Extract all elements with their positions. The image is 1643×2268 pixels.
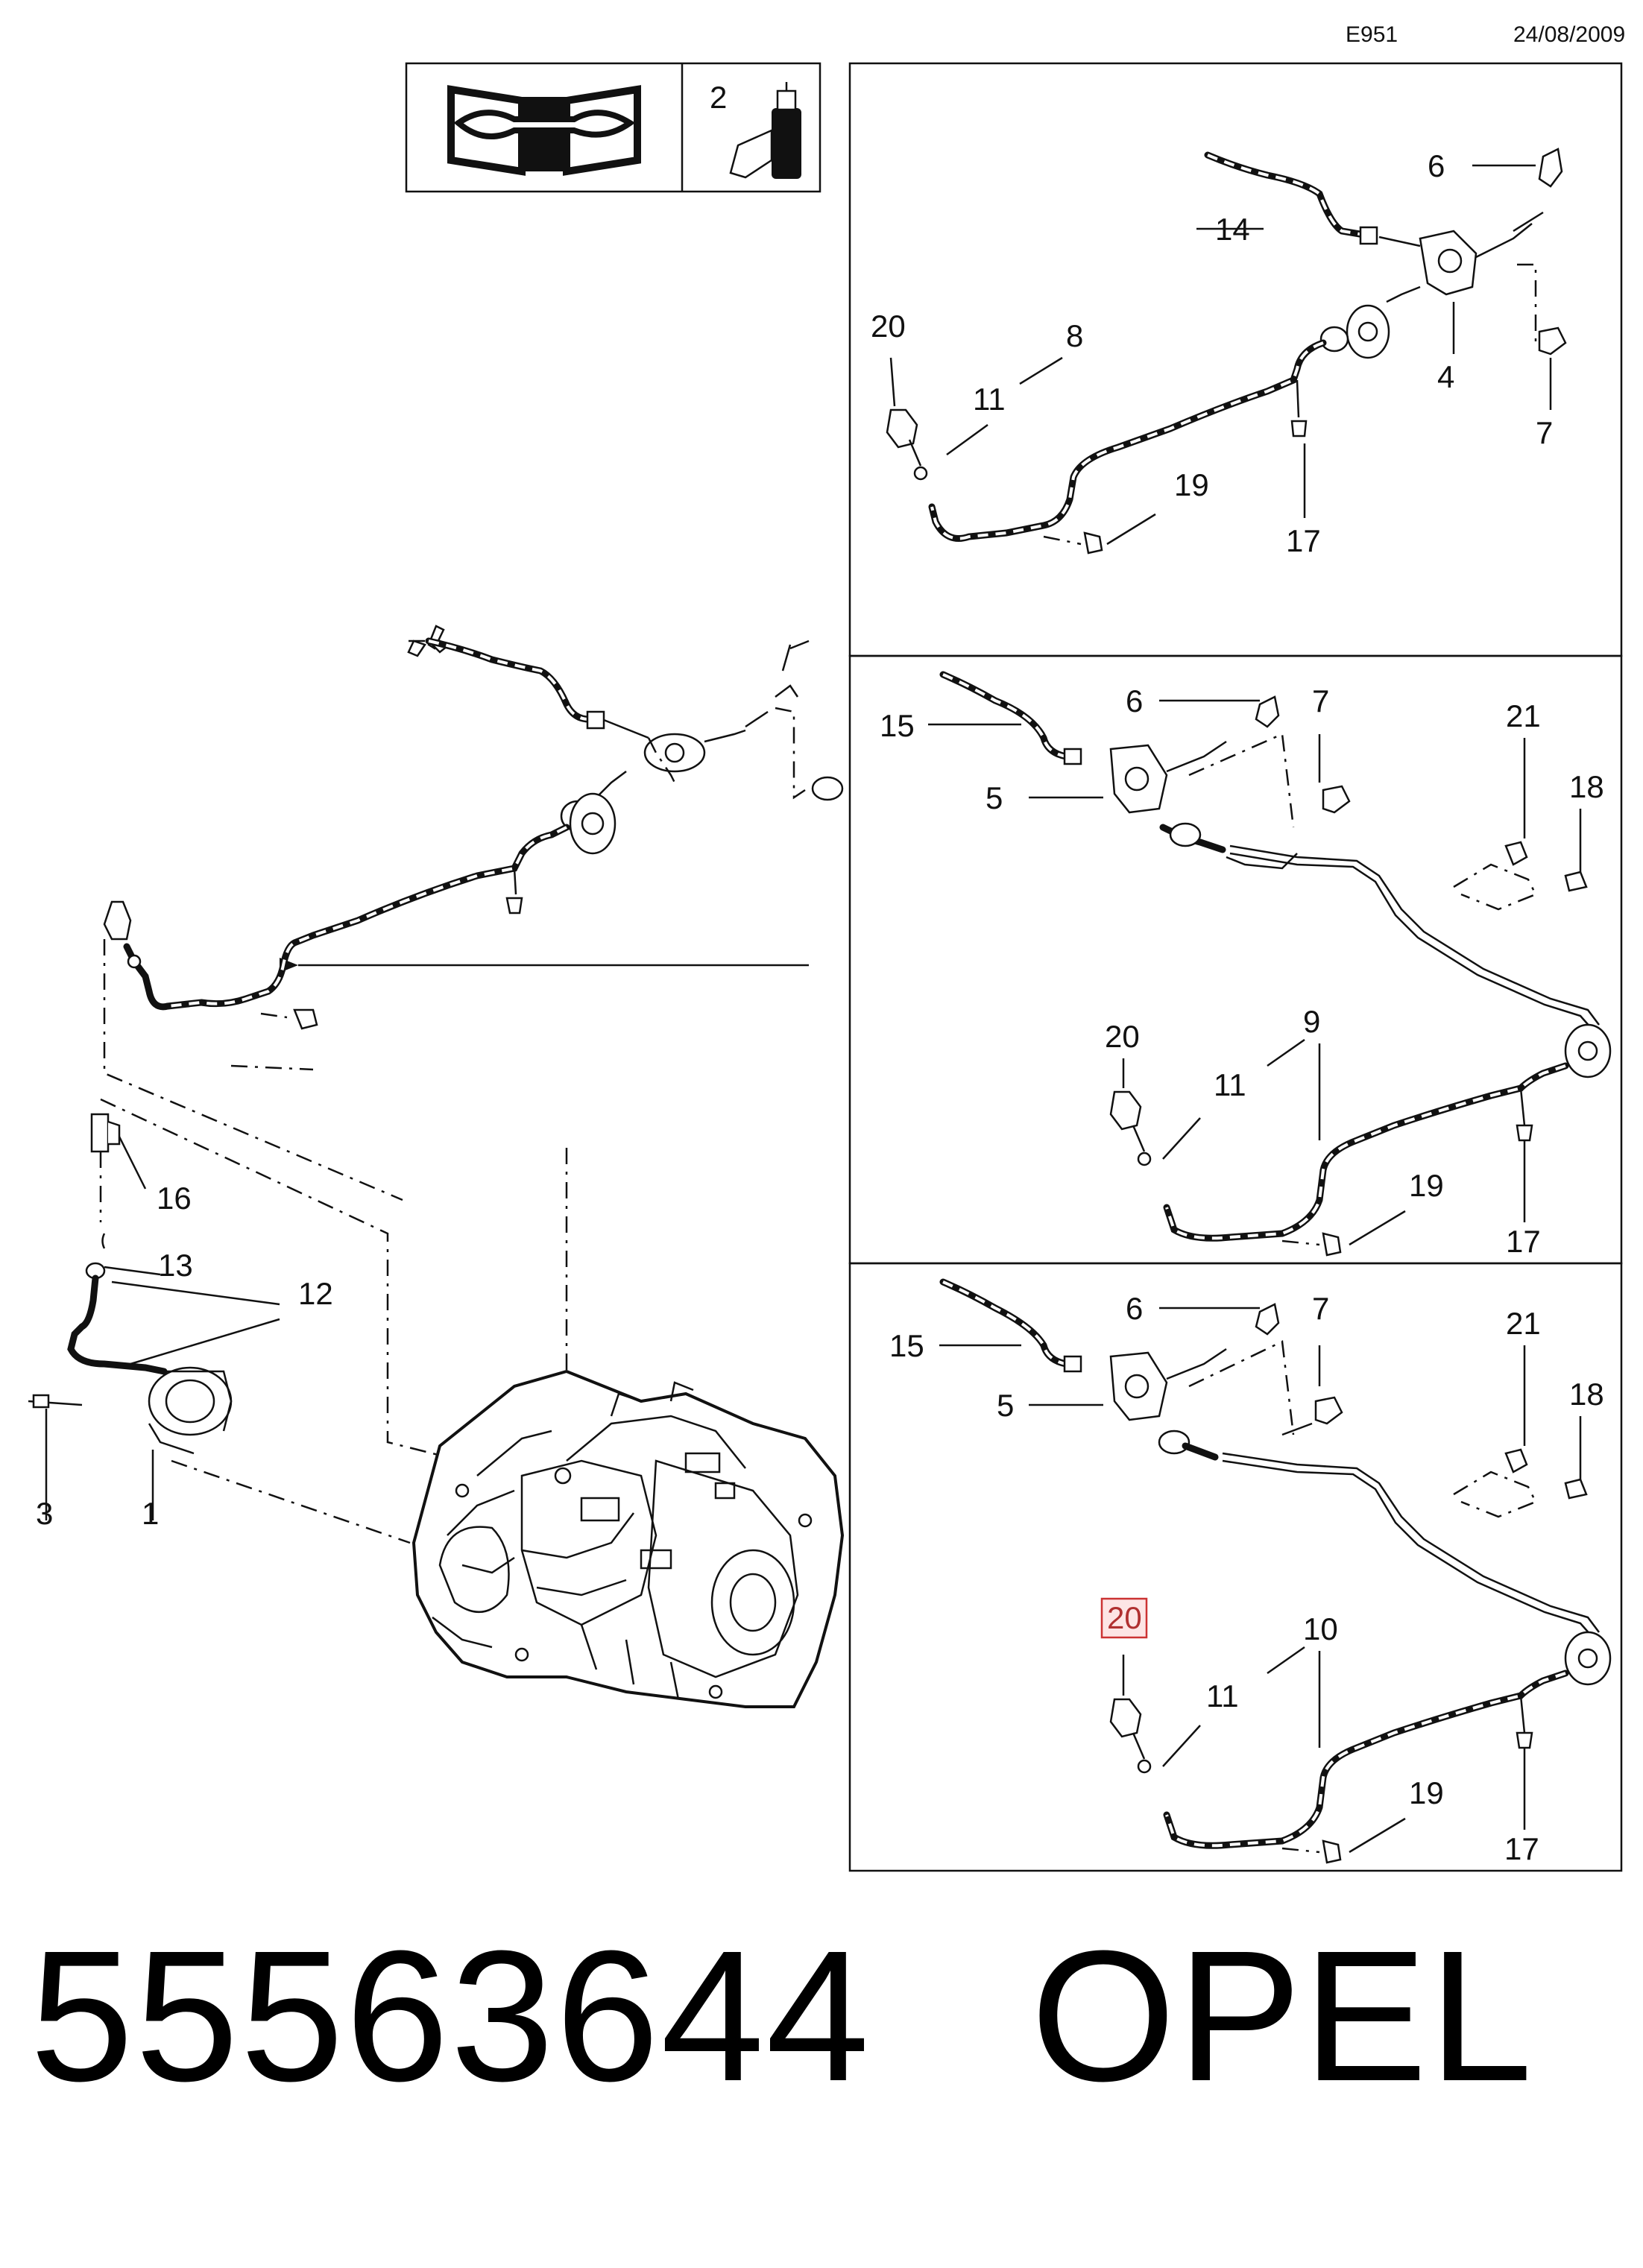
callout-label: 17 xyxy=(1506,1224,1541,1259)
callout-label: 8 xyxy=(1066,318,1083,353)
callout-label: 7 xyxy=(1536,415,1553,450)
callout-label: 20 xyxy=(871,309,906,344)
brand-name: OPEL xyxy=(1030,1912,1534,2120)
callout-label: 3 xyxy=(36,1496,53,1531)
repair-manual-icon xyxy=(447,85,641,176)
part-number-footer: 55563644 OPEL xyxy=(30,1923,1534,2109)
callout-label: 19 xyxy=(1409,1775,1444,1810)
callout-label: 21 xyxy=(1506,698,1541,733)
oil-bottle-icon xyxy=(729,82,801,179)
callout-label: 5 xyxy=(986,780,1003,815)
panel-mid-frame xyxy=(848,654,1623,1265)
oil-callout: 2 xyxy=(710,80,727,115)
callout-label: 7 xyxy=(1312,683,1329,718)
callout-label: 14 xyxy=(1215,212,1250,247)
callout-label: 11 xyxy=(1214,1067,1246,1102)
callout-labels: 16 13 12 3 1 6 14 20 11 8 4 7 19 17 15 6… xyxy=(36,148,1604,1866)
callout-label: 4 xyxy=(1437,359,1454,394)
callout-label: 12 xyxy=(298,1276,333,1311)
callout-label: 17 xyxy=(1504,1831,1539,1866)
callout-label: 6 xyxy=(1126,1291,1143,1326)
callout-label: 1 xyxy=(142,1496,159,1531)
panel-top-frame xyxy=(848,62,1623,657)
callout-label: 17 xyxy=(1286,523,1321,558)
panel-mid-assembly xyxy=(928,671,1612,1257)
callout-label: 5 xyxy=(997,1388,1014,1423)
callout-label: 19 xyxy=(1174,467,1209,502)
main-hydraulic-line-assembly xyxy=(100,625,844,1466)
callout-label: 13 xyxy=(158,1248,193,1283)
callout-label: 15 xyxy=(880,708,915,743)
callout-label: 18 xyxy=(1569,769,1604,804)
transmission-housing xyxy=(411,1369,845,1708)
panel-bottom-frame xyxy=(848,1262,1623,1872)
callout-label: 15 xyxy=(889,1328,924,1363)
part-number: 55563644 xyxy=(30,1912,871,2120)
callout-label: 18 xyxy=(1569,1377,1604,1412)
diagram-date: 24/08/2009 xyxy=(1513,22,1626,47)
callout-label: 21 xyxy=(1506,1306,1541,1341)
panel-top-assembly xyxy=(886,148,1567,555)
callout-label: 19 xyxy=(1409,1168,1444,1203)
callout-label-highlighted: 20 xyxy=(1107,1600,1142,1635)
callout-label: 10 xyxy=(1303,1611,1338,1646)
highlighted-callout-box xyxy=(1100,1597,1148,1639)
callout-label: 16 xyxy=(157,1181,192,1216)
callout-label: 9 xyxy=(1303,1004,1320,1039)
callout-label: 6 xyxy=(1126,683,1143,718)
callout-label: 20 xyxy=(1105,1019,1140,1054)
diagram-code: E951 xyxy=(1346,22,1398,47)
callout-label: 7 xyxy=(1312,1291,1329,1326)
callout-label: 6 xyxy=(1428,148,1445,183)
callout-label: 11 xyxy=(973,382,1006,417)
legend-box: 2 xyxy=(405,62,822,193)
panel-bottom-assembly xyxy=(939,1278,1612,1864)
slave-cylinder-assembly xyxy=(28,1113,411,1544)
callout-label: 11 xyxy=(1206,1678,1239,1713)
